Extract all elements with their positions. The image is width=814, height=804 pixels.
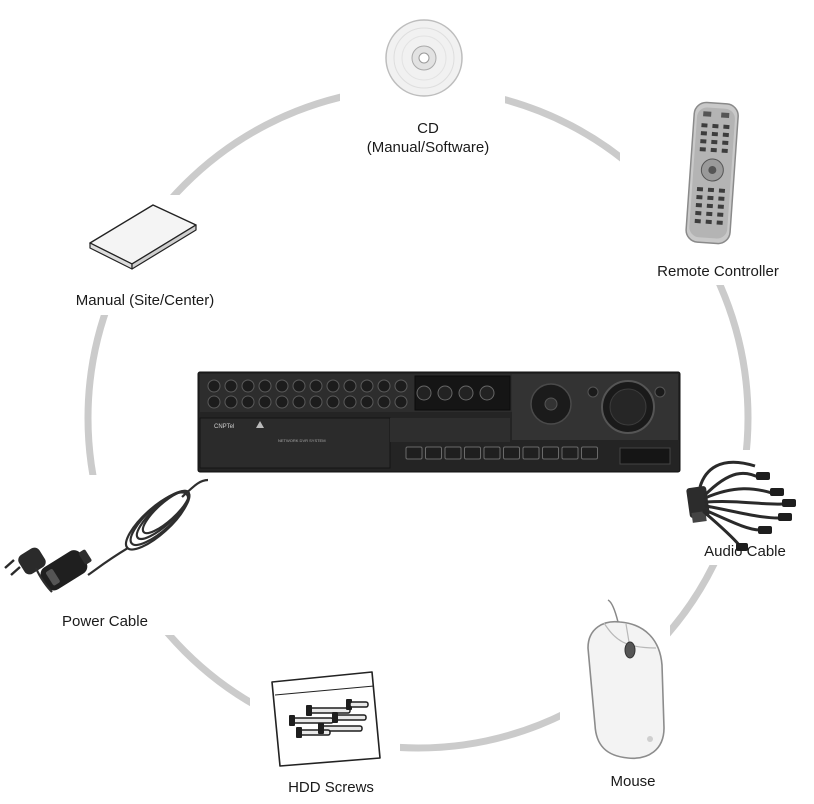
label-manual-line-1: Manual (Site/Center)	[50, 291, 240, 310]
dvr-channel-button	[242, 396, 254, 408]
dvr-channel-button	[276, 380, 288, 392]
dvr-display-button	[459, 386, 473, 400]
dvr-control-button	[504, 447, 520, 459]
dvr-display-button	[480, 386, 494, 400]
dvr-channel-button	[378, 380, 390, 392]
dvr-channel-button	[327, 380, 339, 392]
dvr-control-button	[426, 447, 442, 459]
label-cd-line-1: CD	[343, 119, 513, 138]
dvr-channel-button	[259, 396, 271, 408]
dvr-control-button	[582, 447, 598, 459]
label-remote-controller: Remote Controller	[633, 262, 803, 281]
label-audio-cable-line-1: Audio Cable	[680, 542, 810, 561]
label-remote-controller-line-1: Remote Controller	[633, 262, 803, 281]
dvr-control-button	[465, 447, 481, 459]
label-audio-cable: Audio Cable	[680, 542, 810, 561]
dvr-channel-button	[259, 380, 271, 392]
dvr-channel-button	[310, 380, 322, 392]
label-hdd-screws-line-1: HDD Screws	[266, 778, 396, 797]
label-manual: Manual (Site/Center)	[50, 291, 240, 310]
label-power-cable-line-1: Power Cable	[40, 612, 170, 631]
dvr-channel-button	[225, 380, 237, 392]
dvr-model-text: NETWORK DVR SYSTEM	[278, 438, 326, 443]
dvr-control-button	[445, 447, 461, 459]
dvr-channel-button	[242, 380, 254, 392]
dvr-display-button	[417, 386, 431, 400]
dvr-channel-button	[293, 380, 305, 392]
dvr-control-button	[406, 447, 422, 459]
cd-disc-icon	[386, 20, 462, 96]
dvr-channel-button	[208, 380, 220, 392]
dvr-channel-button	[344, 380, 356, 392]
dvr-channel-button	[225, 396, 237, 408]
remote-control-icon	[685, 102, 739, 245]
label-hdd-screws: HDD Screws	[266, 778, 396, 797]
dvr-display-button	[438, 386, 452, 400]
dvr-channel-button	[327, 396, 339, 408]
hdd-screws-icon	[272, 672, 380, 766]
label-mouse-line-1: Mouse	[583, 772, 683, 791]
dvr-brand-text: CNPTel	[214, 424, 234, 430]
dvr-control-button	[523, 447, 539, 459]
label-cd-line-2: (Manual/Software)	[343, 138, 513, 157]
dvr-channel-button	[361, 380, 373, 392]
label-power-cable: Power Cable	[40, 612, 170, 631]
dvr-channel-button	[378, 396, 390, 408]
dvr-channel-button	[276, 396, 288, 408]
dvr-channel-button	[293, 396, 305, 408]
dvr-control-button	[543, 447, 559, 459]
dvr-recorder-icon: CNPTel NETWORK DVR SYSTEM	[198, 372, 680, 472]
dvr-channel-button	[208, 396, 220, 408]
label-mouse: Mouse	[583, 772, 683, 791]
dvr-channel-button	[310, 396, 322, 408]
label-cd: CD (Manual/Software)	[343, 119, 513, 157]
dvr-channel-button	[344, 396, 356, 408]
dvr-channel-button	[361, 396, 373, 408]
dvr-channel-button	[395, 380, 407, 392]
dvr-control-button	[484, 447, 500, 459]
dvr-control-button	[562, 447, 578, 459]
dvr-channel-button	[395, 396, 407, 408]
